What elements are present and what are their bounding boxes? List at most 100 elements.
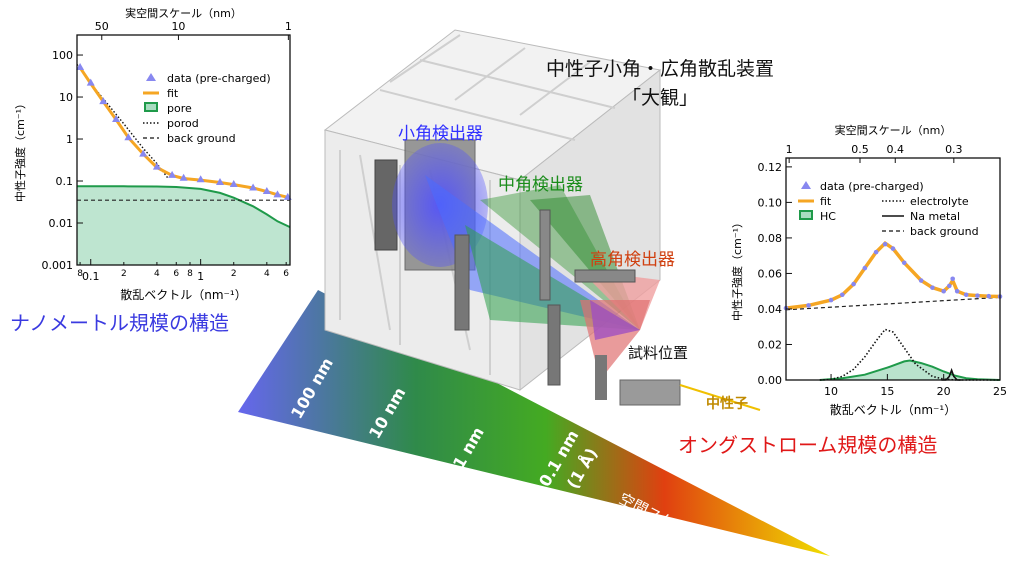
legend-label: electrolyte bbox=[910, 195, 969, 208]
data-point bbox=[112, 114, 121, 122]
data-point bbox=[918, 278, 924, 283]
neutron-label: 中性子 bbox=[706, 395, 748, 412]
data-point bbox=[954, 288, 960, 294]
series-background bbox=[785, 296, 1001, 311]
legend-marker bbox=[144, 102, 158, 112]
legend-marker bbox=[801, 181, 811, 189]
data-point bbox=[941, 288, 946, 294]
y-tick-label: 0.08 bbox=[758, 232, 783, 245]
legend-label: fit bbox=[820, 195, 832, 208]
data-point bbox=[249, 183, 258, 191]
data-point bbox=[99, 97, 108, 105]
data-point bbox=[930, 285, 935, 290]
x-tick-label: 2 bbox=[121, 269, 127, 279]
y-tick-label: 0.04 bbox=[758, 303, 783, 316]
high-angle-detector-label: 高角検出器 bbox=[590, 250, 675, 270]
legend-label: Na metal bbox=[910, 210, 960, 223]
x-tick-label: 6 bbox=[173, 269, 179, 279]
data-point bbox=[86, 78, 95, 86]
x-tick-label: 1 bbox=[197, 270, 204, 283]
top-tick-label: 0.3 bbox=[945, 143, 963, 156]
top-tick-label: 1 bbox=[786, 143, 793, 156]
data-point bbox=[262, 186, 271, 194]
y-axis-label: 中性子強度（cm⁻¹） bbox=[730, 217, 744, 321]
data-point bbox=[229, 179, 238, 187]
data-point bbox=[840, 292, 845, 298]
legend-label: back ground bbox=[910, 225, 979, 238]
data-point bbox=[890, 246, 896, 251]
title-line1: 中性子小角・広角散乱装置 bbox=[546, 58, 774, 80]
legend-label: porod bbox=[167, 117, 199, 130]
x-tick-label: 15 bbox=[880, 385, 894, 398]
series-hc bbox=[819, 359, 1001, 381]
legend-marker bbox=[146, 73, 156, 81]
small-angle-detector-label: 小角検出器 bbox=[398, 124, 483, 144]
top-tick-label: 0.5 bbox=[851, 143, 869, 156]
x-tick-label: 0.1 bbox=[82, 270, 100, 283]
top-axis-label: 実空間スケール（nm） bbox=[835, 123, 952, 137]
y-tick-label: 0.001 bbox=[42, 259, 74, 272]
x-tick-label: 8 bbox=[187, 269, 193, 279]
y-tick-label: 0.12 bbox=[758, 161, 783, 174]
legend-label: fit bbox=[167, 87, 179, 100]
angstrom-structure-label: オングストローム規模の構造 bbox=[678, 433, 937, 457]
data-point bbox=[975, 293, 980, 298]
series-pore bbox=[77, 185, 291, 229]
legend-label: data (pre-charged) bbox=[820, 180, 924, 193]
data-point bbox=[882, 241, 888, 247]
data-point bbox=[963, 292, 969, 298]
y-tick-label: 0.10 bbox=[758, 196, 783, 209]
x-tick-label: 4 bbox=[154, 269, 160, 279]
data-point bbox=[168, 170, 177, 178]
series-fit bbox=[78, 66, 289, 199]
x-tick-label: 20 bbox=[937, 385, 951, 398]
data-point bbox=[806, 303, 811, 308]
nano-structure-label: ナノメートル規模の構造 bbox=[10, 311, 229, 335]
legend-label: pore bbox=[167, 102, 192, 115]
data-point bbox=[950, 276, 955, 282]
y-tick-label: 1 bbox=[66, 133, 73, 146]
pore-area bbox=[77, 186, 290, 265]
scale-wedge bbox=[238, 290, 830, 556]
legend-label: data (pre-charged) bbox=[167, 72, 271, 85]
series-electrolyte bbox=[819, 328, 1000, 381]
y-axis-label: 中性子強度（cm⁻¹） bbox=[13, 98, 27, 202]
data-point bbox=[273, 190, 282, 198]
y-tick-label: 100 bbox=[52, 49, 73, 62]
legend-label: back ground bbox=[167, 132, 236, 145]
data-point bbox=[901, 260, 907, 266]
data-point bbox=[139, 149, 148, 157]
x-tick-label: 2 bbox=[231, 269, 237, 279]
data-point bbox=[862, 265, 868, 271]
top-tick-label: 1 bbox=[285, 20, 292, 33]
top-tick-label: 10 bbox=[171, 20, 185, 33]
data-point bbox=[851, 281, 856, 287]
series-fit bbox=[785, 240, 1001, 310]
data-point bbox=[196, 175, 205, 183]
data-point bbox=[124, 133, 133, 141]
x-tick-label: 25 bbox=[993, 385, 1007, 398]
legend-marker bbox=[799, 210, 813, 220]
y-tick-label: 10 bbox=[59, 91, 73, 104]
plot-frame bbox=[76, 34, 291, 266]
x-tick-label: 4 bbox=[264, 269, 270, 279]
instrument-illustration bbox=[323, 29, 761, 411]
plot-frame bbox=[785, 157, 1001, 381]
data-point bbox=[179, 173, 188, 181]
data-point bbox=[986, 293, 992, 299]
top-axis-label: 実空間スケール（nm） bbox=[125, 6, 242, 20]
data-point bbox=[873, 249, 879, 255]
x-tick-label: 6 bbox=[283, 269, 289, 279]
legend-label: HC bbox=[820, 210, 836, 223]
medium-angle-detector-label: 中角検出器 bbox=[498, 175, 583, 195]
x-axis-label: 散乱ベクトル（nm⁻¹） bbox=[120, 287, 246, 302]
y-tick-label: 0.06 bbox=[758, 267, 783, 280]
data-point bbox=[947, 283, 952, 289]
data-point bbox=[828, 297, 834, 303]
top-tick-label: 50 bbox=[95, 20, 109, 33]
sample-position-label: 試料位置 bbox=[628, 344, 688, 362]
data-point bbox=[152, 162, 161, 170]
x-axis-label: 散乱ベクトル（nm⁻¹） bbox=[830, 402, 956, 417]
